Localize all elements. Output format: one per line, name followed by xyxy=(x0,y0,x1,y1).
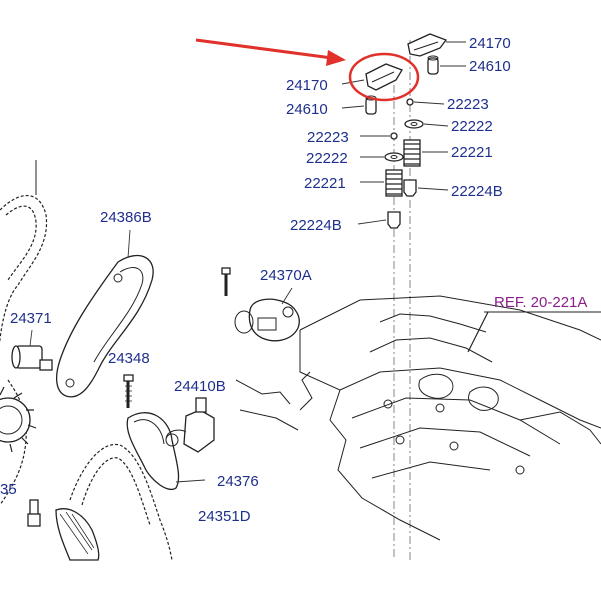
label-sensor: 24370A xyxy=(260,267,312,284)
label-lever: 24376 xyxy=(217,473,259,490)
guide-rail-24386B xyxy=(55,229,154,398)
arrow-head xyxy=(326,50,346,66)
spring-left xyxy=(385,169,403,197)
tensioner-arm xyxy=(126,412,206,490)
label-rocker-circled: 24170 xyxy=(286,77,328,94)
leader-lines xyxy=(341,41,466,225)
label-rocker-top: 24170 xyxy=(469,35,511,52)
label-partial-left: 35 xyxy=(0,481,17,498)
label-bolt: 24348 xyxy=(108,350,150,367)
sprocket xyxy=(0,386,37,453)
label-spring-right: 22221 xyxy=(451,144,493,161)
cylinder-head xyxy=(235,295,601,541)
label-seat-right: 22222 xyxy=(451,118,493,135)
label-guide-rail: 24386B xyxy=(100,209,152,226)
bolt-24348 xyxy=(123,374,134,408)
label-retainer-left: 22223 xyxy=(307,129,349,146)
highlight-annotation xyxy=(195,38,420,102)
label-guide-lower: 24351D xyxy=(198,508,251,525)
valve-train xyxy=(365,33,448,560)
sensor-24370A xyxy=(221,267,300,342)
spring-right xyxy=(403,139,421,167)
timing-chain xyxy=(0,160,173,561)
label-ref: REF. 20-221A xyxy=(494,294,587,311)
label-seat-left: 22222 xyxy=(306,150,348,167)
tensioner-24410B xyxy=(165,397,215,453)
label-retainer-right: 22223 xyxy=(447,96,489,113)
label-tensioner-small: 24410B xyxy=(174,378,226,395)
guide-lower-24351D xyxy=(27,499,100,561)
label-tensioner: 24371 xyxy=(10,310,52,327)
highlight-circle xyxy=(348,52,420,102)
ref-leader xyxy=(467,311,489,353)
tensioner-24371 xyxy=(11,329,53,371)
arrow-shaft xyxy=(195,38,333,60)
label-seal-left: 22224B xyxy=(290,217,342,234)
label-seal-right: 22224B xyxy=(451,183,503,200)
label-lash-top: 24610 xyxy=(469,58,511,75)
label-spring-left: 22221 xyxy=(304,175,346,192)
label-lash-left: 24610 xyxy=(286,101,328,118)
